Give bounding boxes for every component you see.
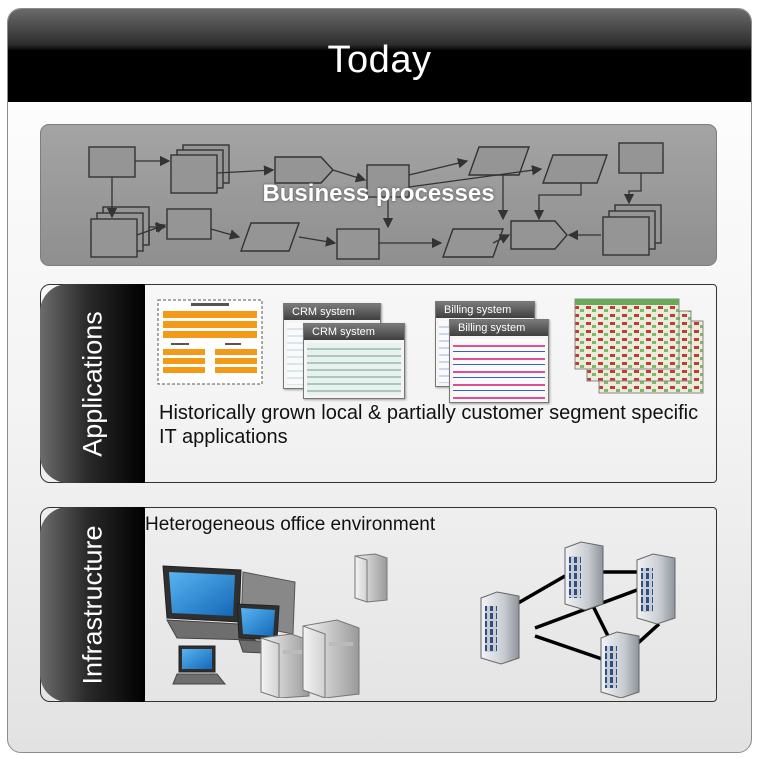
process-flow-graphic: [88, 142, 664, 260]
crm-back-title: CRM system: [284, 304, 380, 320]
applications-side-label: Applications: [77, 310, 107, 457]
applications-description: Historically grown local & partially cus…: [159, 402, 699, 448]
server-network-graphic: [480, 541, 676, 698]
business-processes-label: Business processes: [262, 180, 495, 207]
billing-system-graphic: Billing system Billing system: [435, 301, 555, 405]
infrastructure-side-tab: Infrastructure: [40, 507, 145, 702]
infrastructure-side-label: Infrastructure: [77, 524, 107, 685]
billing-back-title: Billing system: [436, 302, 534, 318]
billing-front-title: Billing system: [450, 320, 548, 336]
crm-system-graphic: CRM system CRM system: [283, 303, 411, 399]
desktop-tower-icon: [302, 619, 360, 698]
form-application-thumbnail: [157, 299, 263, 385]
spreadsheet-application-thumbnail: [574, 298, 704, 394]
server-icon: [480, 591, 520, 665]
desktop-tower-icon: [260, 633, 310, 698]
server-icon: [636, 553, 676, 625]
laptop-icon: [172, 645, 227, 685]
billing-window-front: Billing system: [449, 319, 549, 403]
server-icon: [564, 541, 604, 611]
infrastructure-description: Heterogeneous office environment: [145, 514, 436, 535]
server-icon: [600, 631, 640, 698]
desktop-tower-icon: [354, 553, 388, 603]
crm-front-title: CRM system: [304, 324, 404, 340]
office-equipment-graphic: [162, 553, 388, 698]
header-bar: Today: [8, 9, 751, 102]
business-processes-panel: Business processes: [40, 124, 717, 266]
diagram-frame: Today: [7, 8, 752, 753]
applications-layer: Applications CRM system CRM system: [40, 284, 717, 483]
applications-side-tab: Applications: [40, 284, 145, 483]
infrastructure-layer: Infrastructure Heterogeneous office envi…: [40, 507, 717, 702]
page-title: Today: [327, 39, 432, 81]
crm-window-front: CRM system: [303, 323, 405, 399]
